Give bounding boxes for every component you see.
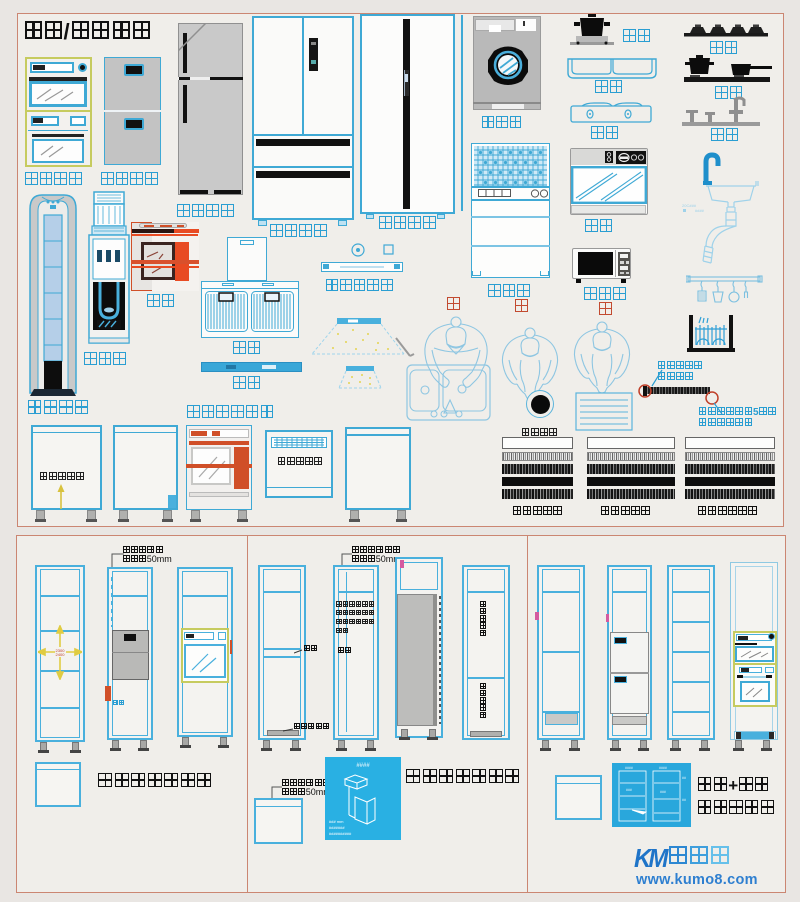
svg-text:####: #### [659,766,667,770]
svg-text:##: ## [682,776,686,780]
svg-text:###: ### [626,788,632,792]
svg-text:#######: ####### [329,825,345,830]
svg-text:####: #### [695,208,705,213]
svg-text:####: #### [356,763,370,769]
svg-text:##########: ########## [329,831,352,836]
svg-text:### mm: ### mm [329,819,344,824]
svg-text:2300: 2300 [56,648,66,653]
svg-text:###: ### [660,790,666,794]
svg-text:####: #### [625,766,633,770]
svg-text:20C###: 20C### [682,203,697,208]
svg-text:##: ## [682,798,686,802]
svg-text:2400: 2400 [56,652,66,657]
